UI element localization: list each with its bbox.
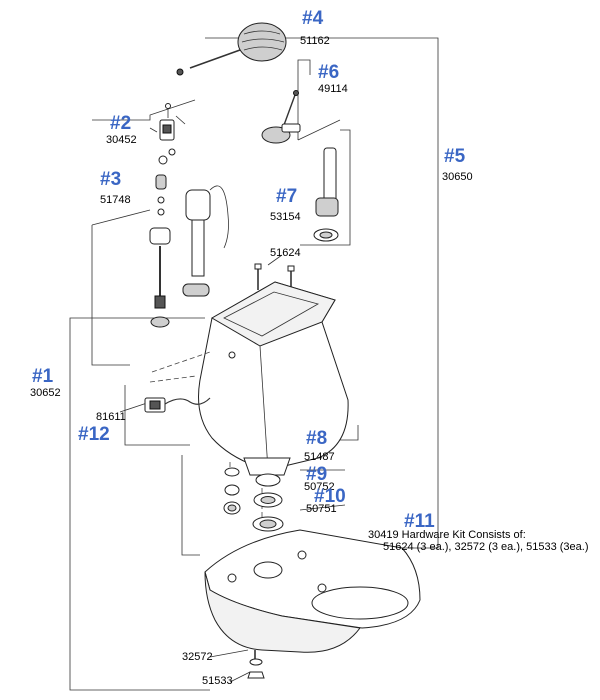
flush-valve-part	[313, 147, 339, 242]
actuator-part	[144, 397, 211, 413]
svg-text:51624: 51624	[270, 247, 301, 259]
svg-text:#9: #9	[306, 464, 327, 485]
callout-p10: #10 50751	[306, 486, 346, 515]
callout-p7: #7 53154	[270, 186, 301, 223]
svg-text:49114: 49114	[318, 83, 348, 95]
flapper-bulb-part	[176, 22, 287, 76]
toilet-bowl	[204, 529, 421, 679]
svg-text:#6: #6	[318, 62, 339, 83]
svg-text:#7: #7	[276, 186, 297, 207]
callout-p6: #6 49114	[318, 62, 348, 95]
svg-text:51162: 51162	[300, 35, 330, 47]
svg-text:32572: 32572	[182, 651, 213, 663]
callout-p9: #9 50752	[304, 464, 335, 493]
svg-text:#11: #11	[404, 511, 435, 532]
svg-text:#2: #2	[110, 113, 131, 134]
svg-text:#8: #8	[306, 428, 327, 449]
callout-p2: #2 30452	[106, 113, 137, 146]
svg-text:50752: 50752	[304, 481, 335, 493]
svg-text:30419 Hardware Kit Consists: 30419 Hardware Kit Consists of:	[368, 529, 526, 541]
callout-p4: #4 51162	[300, 8, 330, 47]
overflow-tube-part	[182, 185, 229, 297]
svg-text:53154: 53154	[270, 211, 301, 223]
washer-stack	[223, 467, 284, 532]
callout-p1: #1 30652	[30, 366, 61, 399]
svg-text:#5: #5	[444, 146, 466, 167]
svg-text:#1: #1	[32, 366, 54, 387]
tank-body	[198, 281, 349, 476]
svg-text:51624 (3 ea.), 32572 (3 ea.),: 51624 (3 ea.), 32572 (3 ea.), 51533 (3ea…	[383, 541, 588, 553]
bottom-labels: 32572 51533	[182, 651, 233, 687]
callout-p5: #5 30650	[442, 146, 473, 183]
callout-p8: #8 51487	[304, 428, 335, 463]
svg-text:51533: 51533	[202, 675, 233, 687]
callout-p12: 81611 #12	[78, 411, 126, 445]
svg-text:81611: 81611	[96, 411, 126, 423]
kit-callout: #11 30419 Hardware Kit Consists of: 5162…	[368, 511, 588, 553]
svg-text:30452: 30452	[106, 134, 137, 146]
svg-text:30652: 30652	[30, 387, 61, 399]
svg-text:51748: 51748	[100, 194, 131, 206]
fill-valve-part	[149, 174, 171, 328]
svg-text:#4: #4	[302, 8, 324, 29]
svg-text:50751: 50751	[306, 503, 337, 515]
hardware-part	[149, 103, 186, 165]
callout-bolt: 51624	[270, 247, 301, 259]
svg-text:#12: #12	[78, 424, 110, 445]
svg-text:51487: 51487	[304, 451, 335, 463]
svg-text:#3: #3	[100, 169, 121, 190]
bracket-lines	[69, 37, 439, 691]
svg-text:#10: #10	[314, 486, 346, 507]
callout-p3: #3 51748	[100, 169, 131, 206]
flush-lever-part	[261, 90, 301, 144]
svg-text:30650: 30650	[442, 171, 473, 183]
